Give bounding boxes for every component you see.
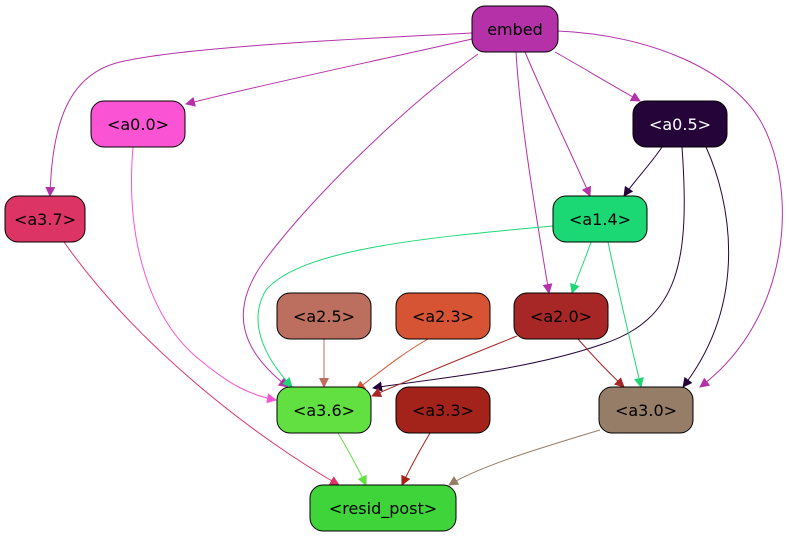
- node-label-a2_0: <a2.0>: [530, 307, 592, 326]
- node-label-a3_7: <a3.7>: [14, 210, 76, 229]
- node-box-embed: [471, 5, 559, 53]
- node-box-a2_0: [513, 292, 609, 340]
- node-a0_5: <a0.5>: [632, 100, 728, 148]
- edge-embed-to-a3_6: [242, 53, 479, 388]
- node-label-a1_4: <a1.4>: [569, 210, 631, 229]
- edge-a1_4-to-a3_6: [257, 225, 554, 388]
- node-box-a2_3: [395, 292, 491, 340]
- edges-layer: [45, 30, 783, 486]
- node-a3_6: <a3.6>: [276, 386, 372, 434]
- edge-a0_5-to-a1_4: [623, 146, 663, 197]
- node-box-resid_post: [309, 484, 457, 532]
- edge-a0_5-to-a3_6: [372, 146, 685, 392]
- node-a0_0: <a0.0>: [90, 100, 186, 148]
- edge-a2_3-to-a3_6: [355, 338, 429, 391]
- node-label-a0_5: <a0.5>: [649, 115, 711, 134]
- node-box-a3_3: [395, 386, 491, 434]
- edge-embed-to-a1_4: [524, 51, 591, 197]
- node-box-a3_7: [4, 195, 86, 243]
- node-embed: embed: [471, 5, 559, 53]
- edge-embed-to-a3_0: [557, 30, 783, 388]
- edge-a3_6-to-resid_post: [337, 432, 367, 486]
- node-a3_7: <a3.7>: [4, 195, 86, 243]
- node-label-a2_5: <a2.5>: [293, 307, 355, 326]
- edge-embed-to-a0_5: [554, 51, 641, 102]
- edge-a2_0-to-a3_0: [577, 338, 625, 388]
- edge-a0_5-to-a3_0: [682, 146, 730, 388]
- edge-a0_0-to-a3_6: [131, 146, 277, 404]
- node-a2_5: <a2.5>: [276, 292, 372, 340]
- edge-a1_4-to-a3_0: [607, 241, 644, 388]
- node-a3_3: <a3.3>: [395, 386, 491, 434]
- edge-embed-to-a0_0: [185, 38, 473, 107]
- node-label-a2_3: <a2.3>: [412, 307, 474, 326]
- edge-a2_0-to-a3_6: [371, 335, 518, 397]
- node-resid_post: <resid_post>: [309, 484, 457, 532]
- node-label-resid_post: <resid_post>: [329, 499, 437, 519]
- node-label-a3_0: <a3.0>: [615, 401, 677, 420]
- edge-a3_3-to-resid_post: [401, 432, 431, 486]
- edge-embed-to-a2_0: [515, 51, 553, 294]
- node-label-embed: embed: [487, 20, 543, 39]
- edge-a3_0-to-resid_post: [448, 429, 601, 486]
- edge-a3_7-to-resid_post: [63, 241, 340, 486]
- node-box-a3_0: [598, 386, 694, 434]
- edge-a1_4-to-a2_0: [570, 241, 592, 294]
- node-box-a1_4: [552, 195, 648, 243]
- node-box-a3_6: [276, 386, 372, 434]
- node-box-a2_5: [276, 292, 372, 340]
- node-a2_0: <a2.0>: [513, 292, 609, 340]
- node-a2_3: <a2.3>: [395, 292, 491, 340]
- node-label-a3_3: <a3.3>: [412, 401, 474, 420]
- node-box-a0_0: [90, 100, 186, 148]
- node-box-a0_5: [632, 100, 728, 148]
- node-label-a0_0: <a0.0>: [107, 115, 169, 134]
- edge-embed-to-a3_7: [45, 32, 473, 197]
- node-a1_4: <a1.4>: [552, 195, 648, 243]
- node-a3_0: <a3.0>: [598, 386, 694, 434]
- nodes-layer: embed <a0.0> <a0.5> <a3.7> <a1.4> <a2.5> <a2.3…: [4, 5, 728, 532]
- node-label-a3_6: <a3.6>: [293, 401, 355, 420]
